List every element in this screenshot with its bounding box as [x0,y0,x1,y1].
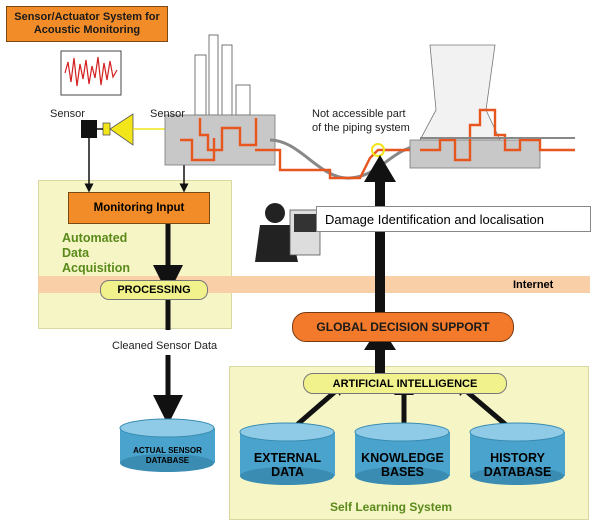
history-line-1: HISTORY [490,451,545,465]
self-learning-label: Self Learning System [330,500,453,514]
external-data-label: EXTERNAL DATA [240,451,335,479]
processing-pill: PROCESSING [100,280,208,300]
acquisition-line-3: Acquisition [62,261,131,275]
monitoring-input-box: Monitoring Input [68,192,210,224]
title-text: Sensor/Actuator System for Acoustic Moni… [14,11,160,36]
speaker-icon [102,113,134,146]
waveform-icon [60,50,122,96]
external-line-2: DATA [271,465,304,479]
acquisition-line-2: Data [62,246,90,260]
monitoring-input-label: Monitoring Input [93,202,185,214]
plant-left-illustration [164,34,276,166]
history-database-icon [469,422,565,485]
operator-icon [255,203,321,262]
actual-db-line-2: DATABASE [145,456,190,465]
actual-db-line-1: ACTUAL SENSOR [133,446,202,455]
external-line-1: EXTERNAL [253,451,322,465]
damage-label: Damage Identification and localisation [325,211,544,227]
pipe-note-2: of the piping system [312,122,410,134]
decision-label: GLOBAL DECISION SUPPORT [316,320,490,334]
sensor-right-label: Sensor [150,108,185,120]
knowledge-bases-label: KNOWLEDGE BASES [355,451,450,479]
knowledge-bases-icon [354,422,450,485]
acquisition-line-1: Automated [62,231,128,245]
knowledge-line-1: KNOWLEDGE [361,451,444,465]
title-box: Sensor/Actuator System for Acoustic Moni… [6,6,168,42]
ai-label: ARTIFICIAL INTELLIGENCE [332,377,478,390]
actual-db-label: ACTUAL SENSOR DATABASE [120,446,215,466]
actual-sensor-database-icon [119,418,215,472]
sensor-left-label: Sensor [50,108,85,120]
internet-label: Internet [513,279,554,291]
processing-label: PROCESSING [117,284,191,296]
pipe-note-1: Not accessible part [312,108,406,120]
knowledge-line-2: BASES [380,465,425,479]
decision-pill: GLOBAL DECISION SUPPORT [292,312,514,342]
external-data-icon [239,422,335,485]
sensor-left-icon [81,120,97,138]
history-database-label: HISTORY DATABASE [470,451,565,479]
damage-box: Damage Identification and localisation [316,206,591,232]
plant-right-illustration [409,44,575,169]
history-line-2: DATABASE [483,465,552,479]
cleaned-data-label: Cleaned Sensor Data [112,340,218,352]
ai-pill: ARTIFICIAL INTELLIGENCE [303,373,507,394]
